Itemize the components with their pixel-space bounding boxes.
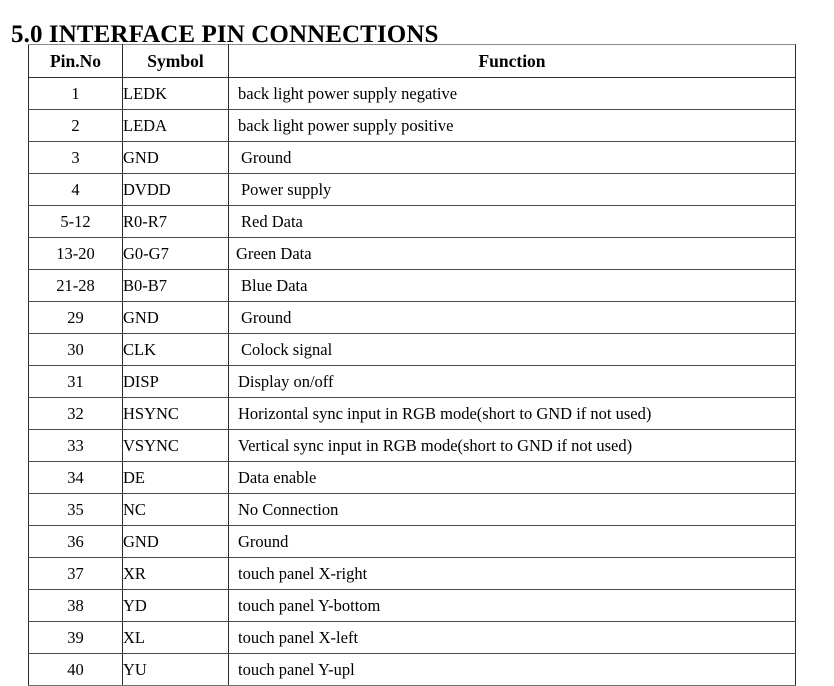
cell-pin-no: 29 [28, 301, 123, 334]
cell-function: No Connection [228, 493, 796, 526]
cell-pin-no: 3 [28, 141, 123, 174]
cell-function: Colock signal [228, 333, 796, 366]
cell-symbol: XL [122, 621, 229, 654]
cell-symbol: GND [122, 525, 229, 558]
cell-function: back light power supply negative [228, 77, 796, 110]
page-title: 5.0 INTERFACE PIN CONNECTIONS [11, 20, 439, 48]
cell-symbol: HSYNC [122, 397, 229, 430]
cell-symbol: LEDK [122, 77, 229, 110]
cell-pin-no: 40 [28, 653, 123, 686]
cell-symbol: YU [122, 653, 229, 686]
cell-function: Data enable [228, 461, 796, 494]
cell-symbol: B0-B7 [122, 269, 229, 302]
column-header-pin-no: Pin.No [28, 44, 123, 78]
cell-symbol: GND [122, 301, 229, 334]
cell-pin-no: 31 [28, 365, 123, 398]
cell-symbol: DE [122, 461, 229, 494]
cell-function: touch panel X-left [228, 621, 796, 654]
cell-symbol: GND [122, 141, 229, 174]
cell-function: touch panel Y-bottom [228, 589, 796, 622]
table-header: Pin.No Symbol Function [28, 44, 796, 78]
cell-function: Green Data [228, 237, 796, 270]
column-header-function: Function [228, 44, 796, 78]
cell-symbol: R0-R7 [122, 205, 229, 238]
cell-pin-no: 36 [28, 525, 123, 558]
cell-symbol: YD [122, 589, 229, 622]
cell-function: Ground [228, 141, 796, 174]
cell-symbol: G0-G7 [122, 237, 229, 270]
cell-function: Display on/off [228, 365, 796, 398]
cell-function: Ground [228, 301, 796, 334]
cell-symbol: DVDD [122, 173, 229, 206]
cell-pin-no: 39 [28, 621, 123, 654]
cell-function: touch panel X-right [228, 557, 796, 590]
cell-pin-no: 35 [28, 493, 123, 526]
cell-function: Power supply [228, 173, 796, 206]
column-header-symbol: Symbol [122, 44, 229, 78]
cell-pin-no: 34 [28, 461, 123, 494]
cell-symbol: LEDA [122, 109, 229, 142]
cell-function: Red Data [228, 205, 796, 238]
cell-pin-no: 38 [28, 589, 123, 622]
cell-pin-no: 13-20 [28, 237, 123, 270]
cell-pin-no: 2 [28, 109, 123, 142]
cell-pin-no: 1 [28, 77, 123, 110]
cell-symbol: XR [122, 557, 229, 590]
cell-function: back light power supply positive [228, 109, 796, 142]
cell-pin-no: 33 [28, 429, 123, 462]
cell-pin-no: 4 [28, 173, 123, 206]
cell-function: Ground [228, 525, 796, 558]
cell-symbol: CLK [122, 333, 229, 366]
cell-function: touch panel Y-upl [228, 653, 796, 686]
cell-function: Horizontal sync input in RGB mode(short … [228, 397, 796, 430]
table-header-row: Pin.No Symbol Function [28, 44, 796, 78]
cell-pin-no: 5-12 [28, 205, 123, 238]
cell-pin-no: 30 [28, 333, 123, 366]
cell-pin-no: 21-28 [28, 269, 123, 302]
cell-pin-no: 32 [28, 397, 123, 430]
cell-symbol: VSYNC [122, 429, 229, 462]
cell-symbol: DISP [122, 365, 229, 398]
cell-function: Vertical sync input in RGB mode(short to… [228, 429, 796, 462]
cell-symbol: NC [122, 493, 229, 526]
cell-pin-no: 37 [28, 557, 123, 590]
cell-function: Blue Data [228, 269, 796, 302]
